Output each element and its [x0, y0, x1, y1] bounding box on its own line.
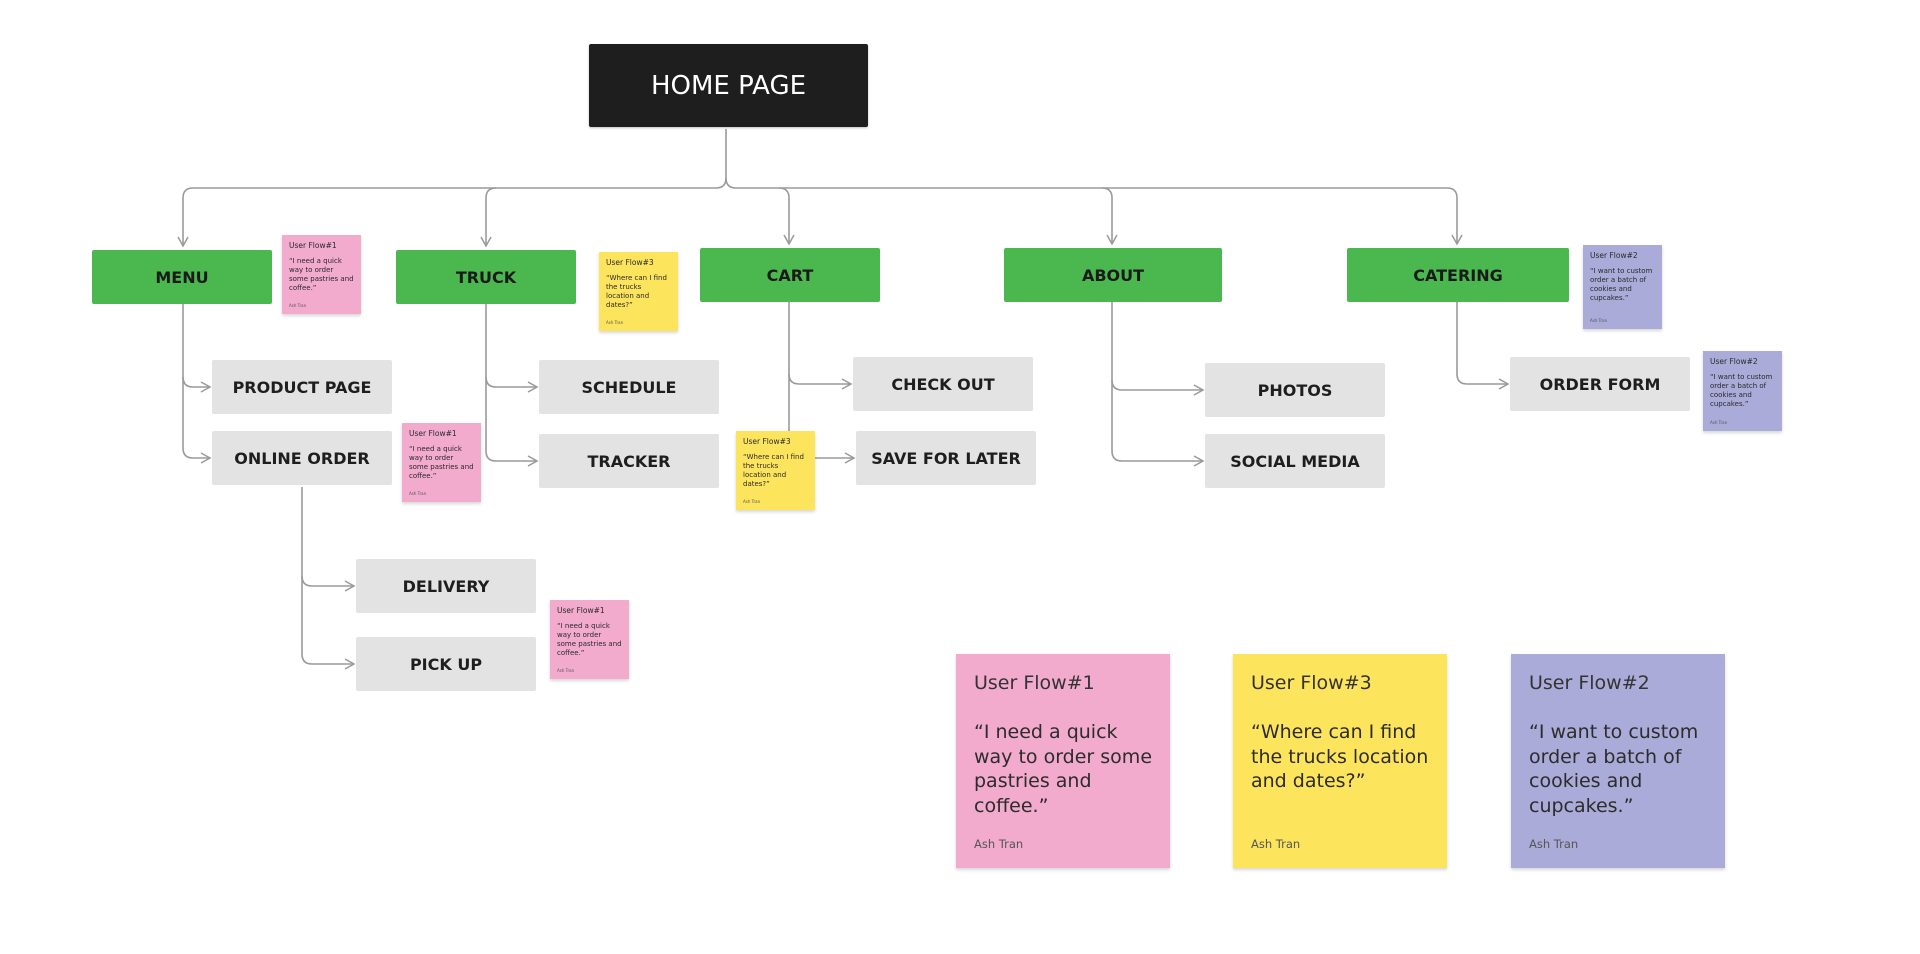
- sticky-note-flow2-order-form[interactable]: User Flow#2 “I want to custom order a ba…: [1703, 351, 1782, 431]
- sticky-title: User Flow#2: [1590, 251, 1638, 260]
- connector-home-truck: [480, 187, 497, 248]
- sticky-author: Ash Tran: [606, 320, 624, 325]
- online-order-label: ONLINE ORDER: [234, 448, 370, 468]
- check-out-node[interactable]: CHECK OUT: [853, 357, 1033, 411]
- catering-label: CATERING: [1413, 265, 1503, 285]
- sticky-author: Ash Tran: [1710, 420, 1728, 425]
- connector-menu-online: [182, 377, 212, 464]
- large-sticky-flow2[interactable]: User Flow#2 “I want to custom order a ba…: [1511, 654, 1725, 868]
- menu-node[interactable]: MENU: [92, 250, 272, 304]
- connector-about-social: [1111, 380, 1205, 467]
- about-label: ABOUT: [1081, 265, 1145, 285]
- social-media-label: SOCIAL MEDIA: [1230, 451, 1360, 471]
- about-node[interactable]: ABOUT: [1004, 248, 1222, 302]
- sticky-quote: “I need a quick way to order some pastri…: [409, 445, 474, 480]
- catering-node[interactable]: CATERING: [1347, 248, 1569, 302]
- sticky-note-flow3-cart[interactable]: User Flow#3 “Where can I find the trucks…: [736, 431, 815, 510]
- sticky-author: Ash Tran: [557, 668, 575, 673]
- connector-truck-schedule: [485, 304, 539, 393]
- check-out-label: CHECK OUT: [891, 374, 995, 394]
- large-sticky-title: User Flow#2: [1529, 672, 1650, 694]
- large-sticky-author: Ash Tran: [1251, 837, 1301, 851]
- menu-label: MENU: [155, 267, 209, 287]
- sticky-note-flow1-online-order[interactable]: User Flow#1 “I need a quick way to order…: [402, 423, 481, 502]
- large-sticky-flow1[interactable]: User Flow#1 “I need a quick way to order…: [956, 654, 1170, 868]
- large-sticky-title: User Flow#1: [974, 672, 1095, 694]
- photos-label: PHOTOS: [1257, 380, 1333, 400]
- delivery-node[interactable]: DELIVERY: [356, 559, 536, 613]
- pick-up-node[interactable]: PICK UP: [356, 637, 536, 691]
- connector-menu-product: [182, 304, 212, 393]
- sticky-quote: “I need a quick way to order some pastri…: [289, 257, 354, 292]
- home-page-label: HOME PAGE: [650, 70, 807, 101]
- schedule-node[interactable]: SCHEDULE: [539, 360, 719, 414]
- connector-home-cart: [725, 177, 795, 246]
- order-form-label: ORDER FORM: [1539, 374, 1661, 394]
- sticky-author: Ash Tran: [743, 499, 761, 504]
- save-for-later-node[interactable]: SAVE FOR LATER: [856, 431, 1036, 485]
- home-page-node[interactable]: HOME PAGE: [589, 44, 868, 127]
- product-page-label: PRODUCT PAGE: [232, 377, 372, 397]
- truck-label: TRUCK: [455, 267, 517, 287]
- connector-truck-tracker: [485, 377, 539, 467]
- connector-home-catering: [1102, 187, 1463, 246]
- sticky-quote: “I want to custom order a batch of cooki…: [1590, 267, 1653, 302]
- sticky-title: User Flow#1: [289, 241, 337, 250]
- sticky-title: User Flow#1: [557, 606, 605, 615]
- large-sticky-quote: “I need a quick way to order some pastri…: [974, 721, 1153, 817]
- sticky-title: User Flow#1: [409, 429, 457, 438]
- connector-home-about: [779, 187, 1118, 246]
- sticky-note-flow2-catering[interactable]: User Flow#2 “I want to custom order a ba…: [1583, 245, 1662, 329]
- sticky-title: User Flow#3: [743, 437, 791, 446]
- sticky-quote: “I need a quick way to order some pastri…: [557, 622, 622, 657]
- cart-node[interactable]: CART: [700, 248, 880, 302]
- sticky-quote: “Where can I find the trucks location an…: [743, 453, 804, 488]
- order-form-node[interactable]: ORDER FORM: [1510, 357, 1690, 411]
- cart-label: CART: [766, 265, 814, 285]
- delivery-label: DELIVERY: [402, 576, 490, 596]
- sticky-author: Ash Tran: [289, 303, 307, 308]
- sticky-author: Ash Tran: [409, 491, 427, 496]
- sticky-title: User Flow#3: [606, 258, 654, 267]
- large-sticky-author: Ash Tran: [974, 837, 1024, 851]
- save-for-later-label: SAVE FOR LATER: [871, 448, 1021, 468]
- large-sticky-quote: “I want to custom order a batch of cooki…: [1529, 721, 1699, 817]
- sticky-note-flow1-menu[interactable]: User Flow#1 “I need a quick way to order…: [282, 235, 361, 314]
- connector-online-pickup: [301, 576, 356, 670]
- large-sticky-flow3[interactable]: User Flow#3 “Where can I find the trucks…: [1233, 654, 1447, 868]
- photos-node[interactable]: PHOTOS: [1205, 363, 1385, 417]
- tracker-node[interactable]: TRACKER: [539, 434, 719, 488]
- sticky-note-flow3-truck[interactable]: User Flow#3 “Where can I find the trucks…: [599, 252, 678, 331]
- connector-catering-orderform: [1456, 302, 1510, 390]
- pick-up-label: PICK UP: [409, 654, 483, 674]
- large-sticky-author: Ash Tran: [1529, 837, 1579, 851]
- sticky-title: User Flow#2: [1710, 357, 1758, 366]
- sticky-quote: “Where can I find the trucks location an…: [606, 274, 667, 309]
- tracker-label: TRACKER: [587, 451, 671, 471]
- connector-home-trunk: [177, 129, 727, 248]
- product-page-node[interactable]: PRODUCT PAGE: [212, 360, 392, 414]
- connector-cart-checkout: [788, 302, 853, 390]
- sticky-note-flow1-delivery[interactable]: User Flow#1 “I need a quick way to order…: [550, 600, 629, 679]
- connector-about-photos: [1111, 302, 1205, 396]
- large-sticky-quote: “Where can I find the trucks location an…: [1251, 721, 1429, 792]
- sticky-author: Ash Tran: [1590, 318, 1608, 323]
- truck-node[interactable]: TRUCK: [396, 250, 576, 304]
- online-order-node[interactable]: ONLINE ORDER: [212, 431, 392, 485]
- schedule-label: SCHEDULE: [581, 377, 677, 397]
- connector-online-delivery: [301, 487, 356, 592]
- social-media-node[interactable]: SOCIAL MEDIA: [1205, 434, 1385, 488]
- sticky-quote: “I want to custom order a batch of cooki…: [1710, 373, 1773, 408]
- large-sticky-title: User Flow#3: [1251, 672, 1372, 694]
